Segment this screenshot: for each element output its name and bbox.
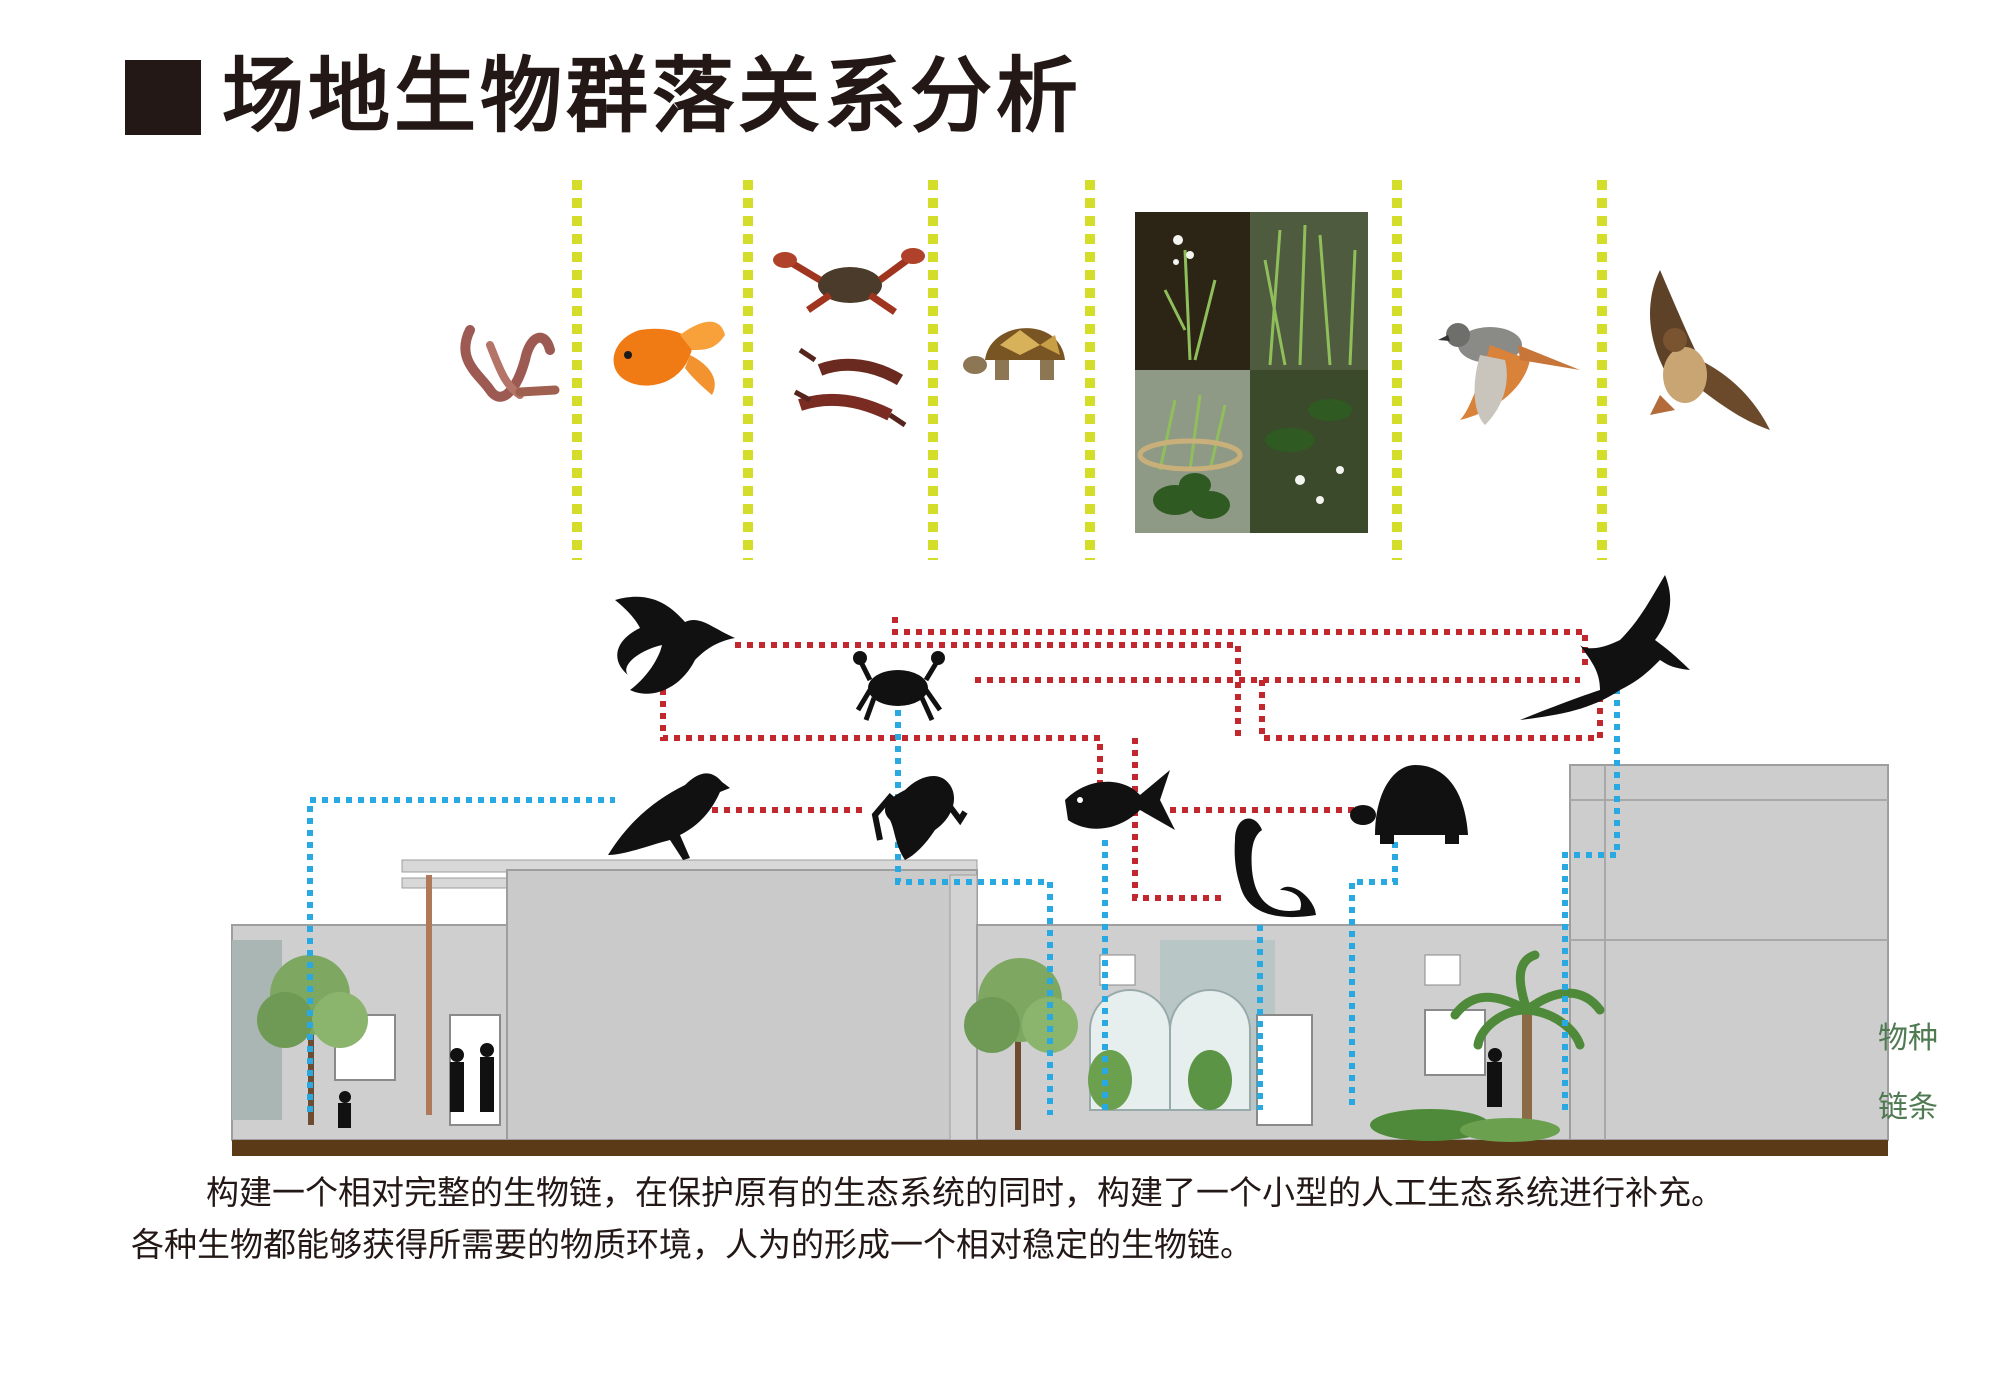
tortoise-icon [1350,765,1468,844]
page-title: 场地生物群落关系分析 [222,48,1083,144]
canopy-post [426,875,432,1115]
caption-line-2: 各种生物都能够获得所需要的物质环境，人为的形成一个相对稳定的生物链。 [131,1225,1253,1264]
crayfish-icon [871,775,968,860]
side-label-species: 物种 [1878,1021,1938,1056]
hawk-photo [1650,270,1770,430]
building-elevation [231,764,1889,1156]
title-marker-square [125,60,201,135]
goldfish-photo [613,321,725,395]
right-tall-block [1569,764,1889,1141]
small-bird-icon [608,773,730,860]
crab-crayfish-photo [773,248,925,428]
window [1424,954,1461,986]
door [1256,1014,1313,1126]
link-swallow-to-mid [735,642,1241,738]
earthworm-icon [1234,818,1316,918]
shrubs [1088,1050,1560,1142]
crab-icon [853,651,945,722]
photo-row [460,180,1770,560]
central-block-wall [506,869,978,1141]
silhouette-nodes [608,575,1690,918]
window [1099,954,1136,986]
palm-tree [1450,950,1605,1130]
link-eagle-to-palm [1562,688,1620,1110]
tortoise-photo [963,328,1065,380]
canopy-beam [401,877,508,889]
ground-line [232,1140,1888,1156]
tree-middle [964,958,1078,1130]
link-bird-to-tree [307,797,615,1112]
predation-links [660,617,1603,901]
aquatic-plants-photo [1135,212,1368,533]
fish-icon [1065,770,1175,830]
link-tortoise-to-pond [1349,842,1398,1110]
link-mid-right [1259,680,1603,741]
side-label-chain: 链条 [1878,1090,1938,1125]
small-bird-photo [1438,323,1580,425]
photo-dividers [572,180,1607,560]
earthworm-photo [460,325,560,402]
caption-line-1: 构建一个相对完整的生物链，在保护原有的生态系统的同时，构建了一个小型的人工生态系… [206,1173,1724,1212]
eagle-icon [1520,575,1690,720]
tree-left [257,955,368,1125]
link-swallow-down [660,665,1103,800]
link-fish-to-worm [1132,738,1225,901]
people-silhouettes [338,1043,1502,1128]
swallow-icon [615,596,735,694]
